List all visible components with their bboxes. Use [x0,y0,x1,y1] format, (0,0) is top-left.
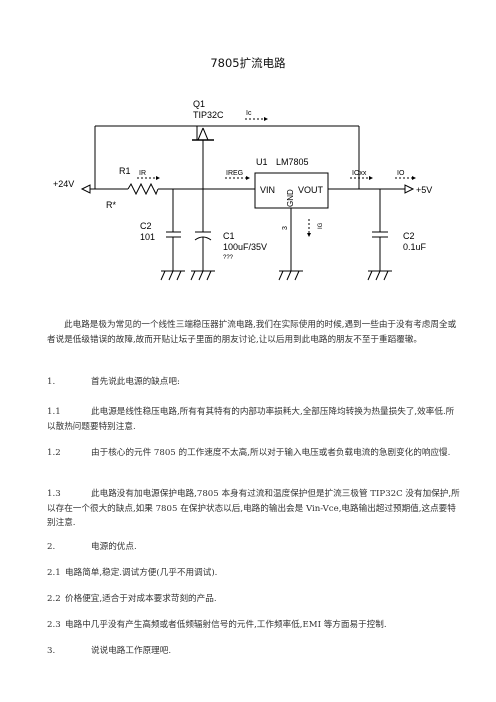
item-1-2: 1.2 由于核心的元件 7805 的工作速度不太高,所以对于输入电压或者负载电流的… [47,446,462,461]
item-text: 价格便宜,适合于对成本要求苛刻的产品. [65,594,217,604]
item-2-2: 2.2 价格便宜,适合于对成本要求苛刻的产品. [47,592,462,607]
r1-label: R1 [119,166,131,176]
pin3-label: 3 [282,226,289,230]
ig-label: IG [318,222,324,229]
circuit-diagram: Q1 TIP32C Ic U1 LM7805 R1 IR IREG IOxx I… [53,99,432,281]
document-body: 此电路是极为常见的一个线性三端稳压器扩流电路,我们在实际使用的时候,遇到一些由于… [47,318,462,347]
vout-label: +5V [416,185,432,195]
c1-value: 100uF/35V [223,242,267,252]
item-text: 由于核心的元件 7805 的工作速度不太高,所以对于输入电压或者负载电流的急剧变… [91,448,451,458]
section-2: 2. 电源的优点. [47,540,462,555]
output-terminal [404,184,415,194]
c1-label: C1 [223,231,235,241]
c2b-label: C2 [403,231,415,241]
pin-gnd-label: GND [286,189,295,207]
c1-note: ??? [223,255,234,261]
q1-label: Q1 [193,99,205,109]
input-terminal [80,184,91,194]
section-heading: 首先说此电源的缺点吧: [91,377,180,387]
item-text: 电路简单,稳定.调试方便(几乎不用调试). [65,568,218,578]
c2a-label: C2 [140,221,152,231]
ground-symbols [160,270,392,281]
rstar-label: R* [106,200,116,210]
item-text: 电路中几乎没有产生高频或者低频辐射信号的元件,工作频率低,EMI 等方面易于控制… [65,620,387,630]
item-2-1: 2.1 电路简单,稳定.调试方便(几乎不用调试). [47,566,462,581]
section-1: 1. 首先说此电源的缺点吧: [47,375,462,390]
u1-part: LM7805 [276,157,309,167]
iox-label: IOxx [352,170,367,177]
item-number: 2.3 [47,620,61,630]
ir-label: IR [139,170,146,177]
ic-label: Ic [246,110,252,117]
item-number: 2. [47,542,56,552]
page-title: 7805扩流电路 [210,56,286,70]
u1-label: U1 [256,157,268,167]
current-arrows [137,118,414,235]
item-number: 1.1 [47,407,61,417]
item-number: 1.3 [47,489,61,499]
resistor-r1 [127,182,159,196]
section-heading: 电源的优点. [91,542,137,552]
section-heading: 说说电路工作原理吧. [91,646,172,656]
item-2-3: 2.3 电路中几乎没有产生高频或者低频辐射信号的元件,工作频率低,EMI 等方面易… [47,618,462,633]
c2a-value: 101 [140,232,155,242]
ireg-label: IREG [226,170,243,177]
item-number: 2.1 [47,568,61,578]
item-text: 此电源是线性稳压电路,所有有其特有的内部功率损耗大,全部压降均转换为热量损失了,… [47,407,455,432]
io-label: IO [397,170,405,177]
item-text: 此电路没有加电源保护电路,7805 本身有过流和温度保护但是扩流三极管 TIP3… [47,489,460,528]
c2b-value: 0.1uF [403,242,427,252]
item-number: 3. [47,646,56,656]
intro-paragraph: 此电路是极为常见的一个线性三端稳压器扩流电路,我们在实际使用的时候,遇到一些由于… [47,320,457,345]
item-number: 1. [47,377,56,387]
vin-label: +24V [53,179,74,189]
section-3: 3. 说说电路工作原理吧. [47,644,462,659]
pin-vin-label: VIN [260,185,275,195]
item-number: 2.2 [47,594,61,604]
pin-vout-label: VOUT [298,185,324,195]
item-number: 1.2 [47,448,61,458]
q1-part: TIP32C [193,110,224,120]
